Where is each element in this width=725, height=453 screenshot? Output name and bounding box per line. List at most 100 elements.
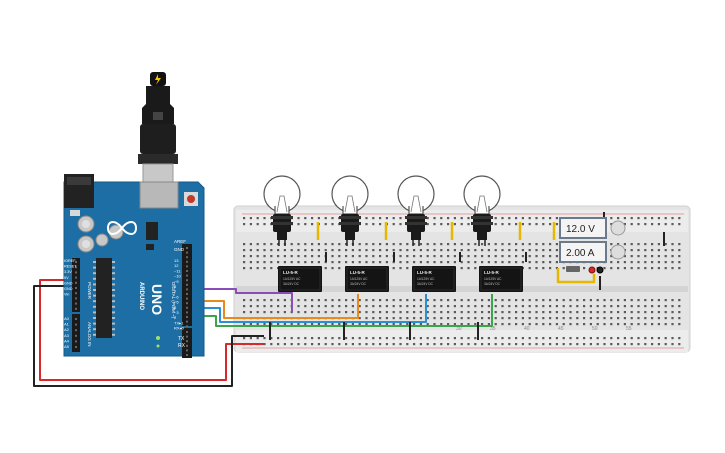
breadboard-hole[interactable] [460, 317, 463, 320]
breadboard-hole[interactable] [542, 305, 545, 308]
breadboard-hole[interactable] [433, 217, 436, 220]
breadboard-hole[interactable] [494, 305, 497, 308]
breadboard-hole[interactable] [487, 311, 490, 314]
breadboard-hole[interactable] [426, 323, 429, 326]
breadboard-hole[interactable] [324, 299, 327, 302]
breadboard-hole[interactable] [562, 311, 565, 314]
breadboard-hole[interactable] [447, 299, 450, 302]
breadboard-hole[interactable] [413, 343, 416, 346]
breadboard-hole[interactable] [678, 243, 681, 246]
breadboard-hole[interactable] [290, 337, 293, 340]
breadboard-hole[interactable] [671, 311, 674, 314]
breadboard-hole[interactable] [447, 323, 450, 326]
breadboard-hole[interactable] [270, 311, 273, 314]
header-pin[interactable] [186, 256, 188, 259]
breadboard-hole[interactable] [651, 317, 654, 320]
breadboard-hole[interactable] [426, 249, 429, 252]
breadboard-hole[interactable] [576, 317, 579, 320]
breadboard-hole[interactable] [249, 217, 252, 220]
breadboard-hole[interactable] [351, 299, 354, 302]
breadboard-hole[interactable] [372, 317, 375, 320]
breadboard-hole[interactable] [487, 343, 490, 346]
header-pin[interactable] [75, 261, 77, 263]
breadboard-hole[interactable] [501, 255, 504, 258]
breadboard-hole[interactable] [351, 261, 354, 264]
breadboard-hole[interactable] [508, 299, 511, 302]
breadboard-hole[interactable] [453, 317, 456, 320]
breadboard-hole[interactable] [419, 305, 422, 308]
breadboard-hole[interactable] [637, 311, 640, 314]
breadboard-hole[interactable] [535, 217, 538, 220]
breadboard-hole[interactable] [542, 317, 545, 320]
breadboard-hole[interactable] [297, 299, 300, 302]
breadboard-hole[interactable] [263, 299, 266, 302]
breadboard-hole[interactable] [569, 311, 572, 314]
breadboard-hole[interactable] [610, 217, 613, 220]
breadboard-hole[interactable] [243, 267, 246, 270]
breadboard-hole[interactable] [433, 249, 436, 252]
header-pin[interactable] [75, 271, 77, 274]
breadboard-hole[interactable] [651, 217, 654, 220]
breadboard-hole[interactable] [596, 317, 599, 320]
breadboard-hole[interactable] [521, 317, 524, 320]
breadboard-hole[interactable] [467, 255, 470, 258]
breadboard-hole[interactable] [351, 323, 354, 326]
breadboard-hole[interactable] [603, 323, 606, 326]
breadboard-hole[interactable] [419, 323, 422, 326]
breadboard-hole[interactable] [433, 299, 436, 302]
header-pin[interactable] [186, 302, 188, 305]
breadboard-hole[interactable] [644, 317, 647, 320]
breadboard-hole[interactable] [610, 343, 613, 346]
breadboard-hole[interactable] [277, 261, 280, 264]
breadboard-hole[interactable] [508, 305, 511, 308]
breadboard-hole[interactable] [542, 311, 545, 314]
breadboard-hole[interactable] [637, 217, 640, 220]
breadboard-hole[interactable] [440, 299, 443, 302]
breadboard-hole[interactable] [317, 343, 320, 346]
breadboard-hole[interactable] [515, 337, 518, 340]
breadboard-hole[interactable] [542, 217, 545, 220]
breadboard-hole[interactable] [528, 223, 531, 226]
breadboard-hole[interactable] [365, 311, 368, 314]
breadboard-hole[interactable] [453, 311, 456, 314]
breadboard-hole[interactable] [678, 249, 681, 252]
breadboard-hole[interactable] [603, 299, 606, 302]
breadboard-hole[interactable] [256, 243, 259, 246]
breadboard-hole[interactable] [243, 249, 246, 252]
breadboard-hole[interactable] [630, 223, 633, 226]
breadboard-hole[interactable] [515, 255, 518, 258]
breadboard-hole[interactable] [671, 261, 674, 264]
breadboard-hole[interactable] [358, 337, 361, 340]
breadboard-hole[interactable] [263, 343, 266, 346]
breadboard-hole[interactable] [569, 337, 572, 340]
breadboard-hole[interactable] [406, 243, 409, 246]
breadboard-hole[interactable] [623, 299, 626, 302]
breadboard-hole[interactable] [324, 343, 327, 346]
breadboard-hole[interactable] [549, 217, 552, 220]
breadboard-hole[interactable] [617, 243, 620, 246]
breadboard-hole[interactable] [583, 343, 586, 346]
breadboard-hole[interactable] [515, 299, 518, 302]
breadboard-hole[interactable] [651, 243, 654, 246]
breadboard-hole[interactable] [263, 323, 266, 326]
breadboard-hole[interactable] [515, 305, 518, 308]
breadboard-hole[interactable] [283, 299, 286, 302]
breadboard-hole[interactable] [589, 317, 592, 320]
breadboard-hole[interactable] [542, 249, 545, 252]
breadboard-hole[interactable] [243, 299, 246, 302]
breadboard-hole[interactable] [419, 299, 422, 302]
breadboard-hole[interactable] [358, 343, 361, 346]
breadboard-hole[interactable] [399, 311, 402, 314]
breadboard-hole[interactable] [596, 299, 599, 302]
breadboard-hole[interactable] [528, 267, 531, 270]
breadboard-hole[interactable] [583, 317, 586, 320]
breadboard-hole[interactable] [372, 249, 375, 252]
breadboard-hole[interactable] [549, 261, 552, 264]
breadboard-hole[interactable] [481, 299, 484, 302]
breadboard-hole[interactable] [358, 323, 361, 326]
breadboard-hole[interactable] [515, 311, 518, 314]
breadboard-hole[interactable] [528, 261, 531, 264]
breadboard-hole[interactable] [487, 249, 490, 252]
breadboard-hole[interactable] [542, 323, 545, 326]
breadboard-hole[interactable] [657, 311, 660, 314]
